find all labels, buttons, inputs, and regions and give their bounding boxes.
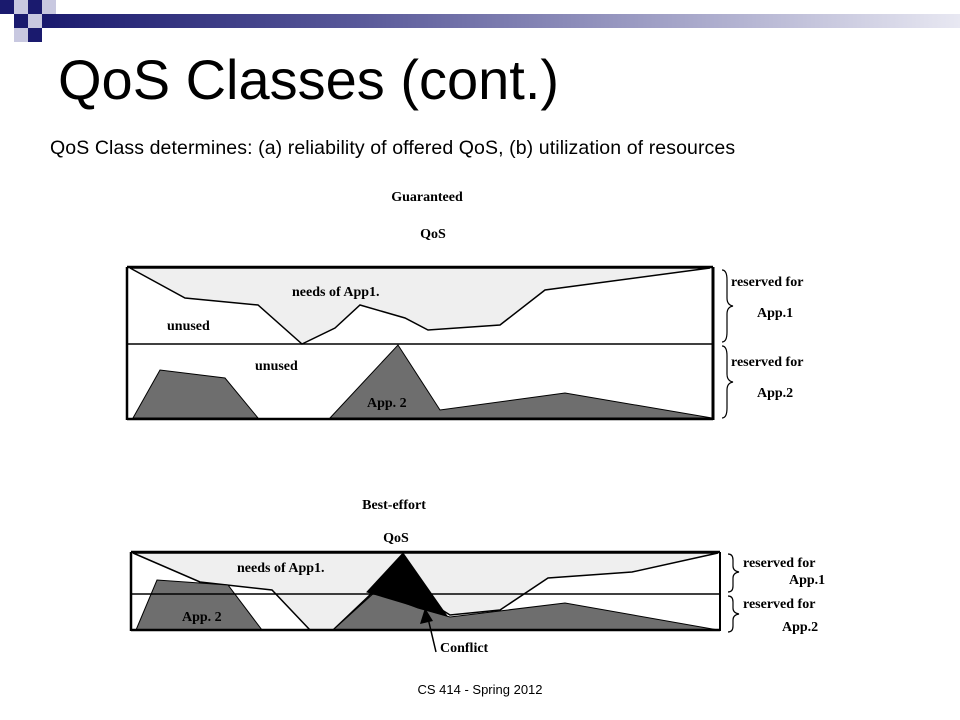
header-decoration [0,0,960,42]
best-effort-reserved-app-2: App.2 [782,620,818,635]
best-effort-reserved-app-1: App.1 [789,573,825,588]
guaranteed-app1-area [129,267,711,345]
best-effort-needs-label: needs of App1. [237,561,325,576]
best-effort-conflict-label: Conflict [440,641,489,656]
best-effort-subheading: QoS [383,531,409,546]
guaranteed-unused-bottom: unused [255,359,298,374]
best-effort-brace-app1 [727,553,740,593]
slide-title: QoS Classes (cont.) [58,48,560,111]
guaranteed-reserved-label-1: reserved for [731,275,803,290]
guaranteed-brace-app1 [721,269,734,343]
slide-subtitle: QoS Class determines: (a) reliability of… [50,137,736,159]
guaranteed-reserved-app-1: App.1 [757,306,793,321]
guaranteed-heading: Guaranteed [391,190,463,205]
best-effort-app2-label: App. 2 [182,610,222,625]
best-effort-brace-app2 [727,595,740,633]
guaranteed-app2-area-left [132,369,260,419]
guaranteed-reserved-app-2: App.2 [757,386,793,401]
best-effort-reserved-label-2: reserved for [743,597,815,612]
guaranteed-needs-label: needs of App1. [292,285,380,300]
conflict-arrow-head [420,608,433,624]
guaranteed-brace-app2 [721,345,734,419]
guaranteed-reserved-label-2: reserved for [731,355,803,370]
guaranteed-unused-top: unused [167,319,210,334]
guaranteed-subheading: QoS [420,227,446,242]
slide-footer: CS 414 - Spring 2012 [417,682,543,697]
best-effort-conflict-area [366,552,449,617]
guaranteed-app2-label: App. 2 [367,396,407,411]
best-effort-heading: Best-effort [362,498,426,513]
best-effort-reserved-label-1: reserved for [743,556,815,571]
